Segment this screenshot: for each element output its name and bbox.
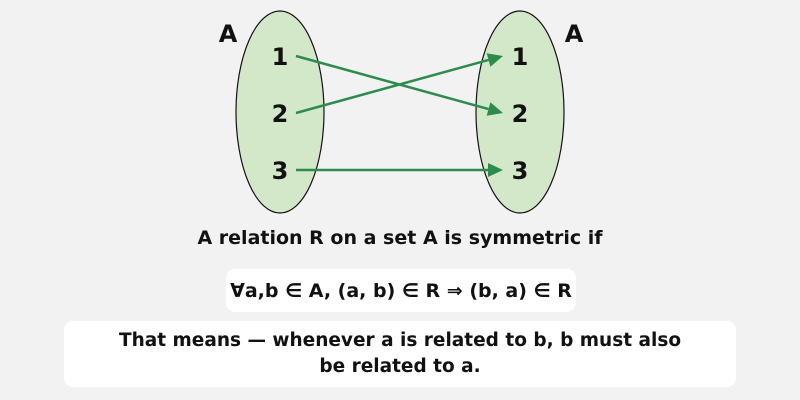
meaning-box: That means — whenever a is related to b,… [64,321,736,387]
right-element-1: 1 [512,43,529,71]
relation-arrow-1-to-2 [295,54,489,111]
arrowhead-icon [488,163,503,177]
left-set-ellipse [235,10,325,214]
right-set-label: A [565,20,584,48]
relation-arrow-2-to-1 [295,58,489,115]
formula-text: ∀a,b ∈ A, (a, b) ∈ R ⇒ (b, a) ∈ R [230,279,572,302]
left-element-2: 2 [272,100,289,128]
meaning-text: That means — whenever a is related to b,… [118,330,682,377]
relation-diagram: A A 1 2 3 1 2 3 [219,10,584,214]
definition-text: A relation R on a set A is symmetric if [197,227,603,249]
left-element-1: 1 [272,43,289,71]
arrowhead-icon [486,53,503,67]
left-set-label: A [219,20,238,48]
right-element-2: 2 [512,100,529,128]
arrowhead-icon [486,102,503,116]
left-element-3: 3 [272,157,289,185]
right-set-ellipse [475,10,565,214]
formula-box: ∀a,b ∈ A, (a, b) ∈ R ⇒ (b, a) ∈ R [226,269,576,312]
right-element-3: 3 [512,157,529,185]
